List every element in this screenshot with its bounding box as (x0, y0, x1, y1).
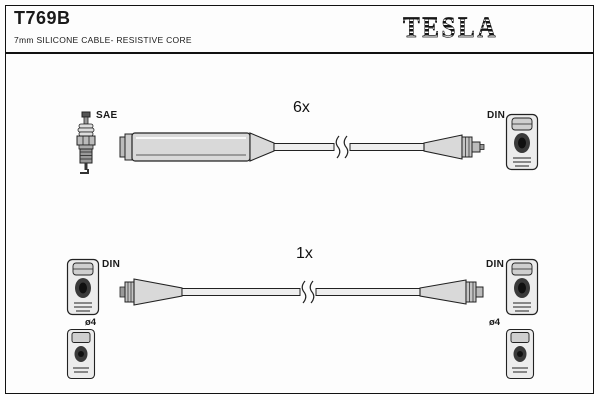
part-number: T769B (14, 8, 71, 28)
din-terminal-small-icon (505, 328, 535, 380)
row1-right-connector-label: DIN (487, 110, 506, 121)
row2-right-diameter-label: ø4 (489, 317, 501, 328)
tesla-logo-icon: TESLA (403, 11, 498, 45)
din-terminal-small-icon (66, 328, 96, 380)
row1-quantity: 6x (293, 99, 310, 116)
cable-1x-illustration (119, 278, 484, 306)
din-terminal-icon (505, 258, 539, 316)
brand-logo-text: TESLA (403, 11, 498, 44)
row2-left-diameter-label: ø4 (85, 317, 97, 328)
cable-6x-illustration (119, 132, 485, 162)
cable-spec-text: 7mm SILICONE CABLE- RESISTIVE CORE (14, 35, 192, 45)
row1-left-connector-label: SAE (96, 110, 118, 121)
brand-logo: TESLA (402, 9, 502, 50)
header-divider (5, 52, 594, 54)
row2-left-connector-label: DIN (102, 259, 121, 270)
page-border (5, 5, 594, 394)
spark-plug-icon (76, 111, 96, 174)
din-terminal-icon (66, 258, 100, 316)
row2-quantity: 1x (296, 245, 313, 262)
din-terminal-icon (505, 113, 539, 171)
row2-right-connector-label: DIN (486, 259, 505, 270)
